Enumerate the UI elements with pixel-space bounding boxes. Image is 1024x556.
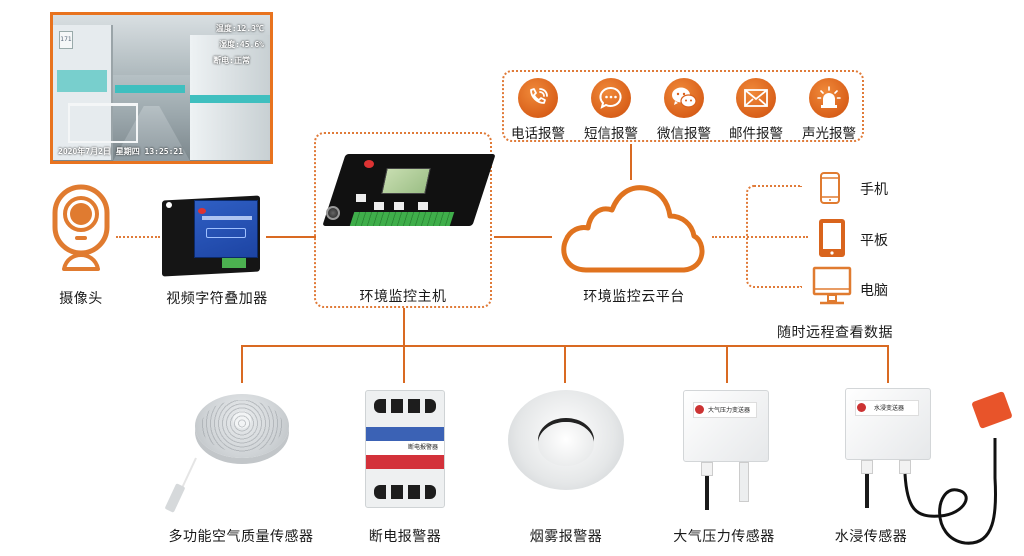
cloud-label: 环境监控云平台: [583, 289, 685, 305]
water-device-text: 水浸变送器: [855, 400, 919, 416]
connector-host-cloud: [494, 236, 552, 238]
water-leak-sensor-image: 水浸变送器: [845, 388, 1020, 548]
camera-icon: [50, 184, 112, 272]
feed-humidity: 湿度:45.6%: [219, 40, 264, 49]
overlayer-label: 视频字符叠加器: [166, 291, 268, 307]
sensor-label: 水浸传感器: [834, 529, 908, 545]
sensor-label: 烟雾报警器: [529, 529, 603, 545]
sms-icon: [591, 78, 631, 118]
alarm-item-wechat: 微信报警: [652, 78, 716, 142]
siren-icon: [809, 78, 849, 118]
aisle-sign: 171: [59, 31, 73, 49]
alarm-label: 邮件报警: [729, 126, 783, 142]
alarm-item-phone: 电话报警: [506, 78, 570, 142]
connector-alarms-cloud: [630, 144, 632, 180]
monitor-icon: [812, 266, 852, 308]
air-quality-sensor-image: [164, 392, 300, 513]
power-alarm-device-text: 断电报警器: [366, 441, 444, 455]
bus-drop-water: [887, 345, 889, 383]
tablet-icon: [818, 218, 846, 258]
connector-host-bus: [403, 308, 405, 346]
smoke-detector-image: [508, 390, 624, 498]
alarm-label: 短信报警: [584, 126, 638, 142]
phone-icon: [518, 78, 558, 118]
feed-temperature: 温度:12.3℃: [215, 24, 264, 33]
alarm-item-siren: 声光报警: [797, 78, 861, 142]
power-failure-alarm-image: 断电报警器: [365, 390, 445, 508]
alarm-item-sms: 短信报警: [579, 78, 643, 142]
video-overlayer-device: [162, 192, 260, 277]
remote-view-caption: 随时远程查看数据: [777, 325, 893, 341]
sensor-label: 大气压力传感器: [673, 529, 775, 545]
sensor-label: 多功能空气质量传感器: [168, 529, 314, 545]
wechat-icon: [664, 78, 704, 118]
bus-drop-power: [403, 345, 405, 383]
bus-drop-air: [241, 345, 243, 383]
connector-camera-overlayer: [116, 236, 160, 238]
connector-overlayer-host: [266, 236, 316, 238]
cloud-icon: [556, 180, 708, 276]
feed-shelf-left: 171: [53, 25, 113, 160]
email-icon: [736, 78, 776, 118]
terminal-label: 电脑: [860, 283, 888, 299]
alarm-label: 微信报警: [657, 126, 711, 142]
connector-cloud-terminals: [712, 236, 808, 238]
bus-drop-pressure: [726, 345, 728, 383]
camera-feed-screenshot: 171 温度:12.3℃ 湿度:45.6% 断电:正常 2020年7月2日 星期…: [50, 12, 273, 164]
alarm-item-email: 邮件报警: [724, 78, 788, 142]
alarm-methods-box: [502, 70, 864, 142]
terminal-bracket: [746, 185, 802, 288]
feed-power-status: 断电:正常: [213, 56, 250, 65]
phone-device-icon: [819, 171, 841, 205]
host-box: [314, 132, 492, 308]
pressure-device-text: 大气压力变送器: [693, 402, 757, 418]
alarm-label: 电话报警: [511, 126, 565, 142]
camera-label: 摄像头: [59, 291, 103, 307]
alarm-label: 声光报警: [802, 126, 856, 142]
bus-drop-smoke: [564, 345, 566, 383]
terminal-label: 手机: [860, 182, 888, 198]
host-label: 环境监控主机: [359, 289, 447, 305]
terminal-label: 平板: [860, 233, 888, 249]
feed-timestamp: 2020年7月2日 星期四 13:25:21: [58, 147, 184, 156]
feed-teal-stripe: [115, 85, 185, 93]
pressure-sensor-image: 大气压力变送器: [683, 390, 773, 510]
feed-shelf-right: [190, 35, 270, 160]
monitoring-host-device: [322, 150, 496, 242]
sensor-label: 断电报警器: [368, 529, 442, 545]
feed-railing: [68, 103, 138, 143]
